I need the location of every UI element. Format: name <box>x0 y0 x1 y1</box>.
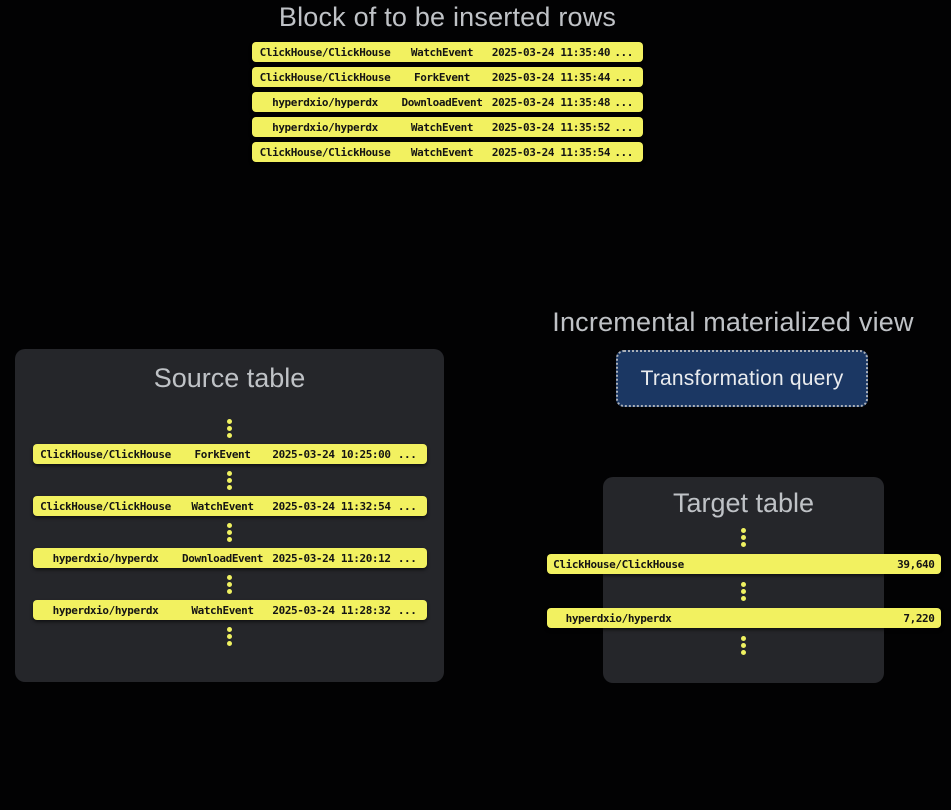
table-row: hyperdxio/hyperdx 7,220 <box>546 608 941 628</box>
ellipsis-dots <box>741 527 746 547</box>
table-row: ClickHouse/ClickHouse ForkEvent 2025-03-… <box>252 67 643 87</box>
table-row: ClickHouse/ClickHouse ForkEvent 2025-03-… <box>32 444 427 464</box>
table-row: hyperdxio/hyperdx DownloadEvent 2025-03-… <box>32 548 427 568</box>
row-count: 7,220 <box>903 611 935 625</box>
ellipsis-dots <box>227 418 232 438</box>
row-ellipsis: ... <box>614 45 633 59</box>
row-event: DownloadEvent <box>401 95 483 109</box>
insert-block-title: Block of to be inserted rows <box>278 2 617 32</box>
ellipsis-dots <box>741 581 746 601</box>
row-repo: hyperdxio/hyperdx <box>52 603 159 617</box>
row-ellipsis: ... <box>614 95 633 109</box>
row-timestamp: 2025-03-24 11:20:12 <box>272 551 391 565</box>
ellipsis-dots <box>741 635 746 655</box>
row-event: WatchEvent <box>410 145 474 159</box>
table-row: hyperdxio/hyperdx WatchEvent 2025-03-24 … <box>32 600 427 620</box>
row-ellipsis: ... <box>397 499 417 513</box>
row-repo: ClickHouse/ClickHouse <box>259 45 391 59</box>
ellipsis-dots <box>227 626 232 646</box>
row-event: WatchEvent <box>191 603 254 617</box>
row-event: DownloadEvent <box>182 551 263 565</box>
target-table-rows: ClickHouse/ClickHouse 39,640 hyperdxio/h… <box>546 527 941 655</box>
insert-block-rows: ClickHouse/ClickHouse WatchEvent 2025-03… <box>252 42 643 162</box>
row-repo: hyperdxio/hyperdx <box>565 611 672 625</box>
row-repo: ClickHouse/ClickHouse <box>40 499 171 513</box>
row-timestamp: 2025-03-24 10:25:00 <box>272 447 391 461</box>
table-row: ClickHouse/ClickHouse WatchEvent 2025-03… <box>32 496 427 516</box>
table-row: hyperdxio/hyperdx WatchEvent 2025-03-24 … <box>252 117 643 137</box>
table-row: hyperdxio/hyperdx DownloadEvent 2025-03-… <box>252 92 643 112</box>
row-repo: ClickHouse/ClickHouse <box>259 145 391 159</box>
row-event: ForkEvent <box>194 447 251 461</box>
row-ellipsis: ... <box>614 145 633 159</box>
source-table-box: Source table ClickHouse/ClickHouse ForkE… <box>15 349 444 682</box>
table-row: ClickHouse/ClickHouse 39,640 <box>546 554 941 574</box>
ellipsis-dots <box>227 522 232 542</box>
row-timestamp: 2025-03-24 11:35:52 <box>491 120 611 134</box>
row-timestamp: 2025-03-24 11:35:54 <box>491 145 611 159</box>
row-repo: hyperdxio/hyperdx <box>52 551 159 565</box>
row-event: WatchEvent <box>410 120 474 134</box>
row-repo: ClickHouse/ClickHouse <box>40 447 171 461</box>
materialized-view-title: Incremental materialized view <box>552 307 914 337</box>
row-ellipsis: ... <box>397 551 417 565</box>
row-ellipsis: ... <box>397 447 417 461</box>
row-event: ForkEvent <box>413 70 470 84</box>
row-timestamp: 2025-03-24 11:28:32 <box>272 603 391 617</box>
row-count: 39,640 <box>897 557 935 571</box>
table-row: ClickHouse/ClickHouse WatchEvent 2025-03… <box>252 42 643 62</box>
row-repo: ClickHouse/ClickHouse <box>553 557 684 571</box>
row-ellipsis: ... <box>397 603 417 617</box>
ellipsis-dots <box>227 574 232 594</box>
row-ellipsis: ... <box>614 120 633 134</box>
target-table-title: Target table <box>672 488 815 518</box>
row-repo: hyperdxio/hyperdx <box>272 120 378 134</box>
row-repo: ClickHouse/ClickHouse <box>259 70 391 84</box>
source-table-rows: ClickHouse/ClickHouse ForkEvent 2025-03-… <box>32 418 427 646</box>
row-timestamp: 2025-03-24 11:35:40 <box>491 45 611 59</box>
row-timestamp: 2025-03-24 11:35:44 <box>491 70 611 84</box>
row-repo: hyperdxio/hyperdx <box>272 95 378 109</box>
table-row: ClickHouse/ClickHouse WatchEvent 2025-03… <box>252 142 643 162</box>
target-table-box: Target table ClickHouse/ClickHouse 39,64… <box>546 477 941 683</box>
row-ellipsis: ... <box>614 70 633 84</box>
ellipsis-dots <box>227 470 232 490</box>
row-timestamp: 2025-03-24 11:35:48 <box>491 95 611 109</box>
row-event: WatchEvent <box>410 45 474 59</box>
source-table-title: Source table <box>153 363 306 393</box>
row-timestamp: 2025-03-24 11:32:54 <box>272 499 391 513</box>
row-event: WatchEvent <box>191 499 254 513</box>
transformation-query-button[interactable]: Transformation query <box>616 350 868 407</box>
